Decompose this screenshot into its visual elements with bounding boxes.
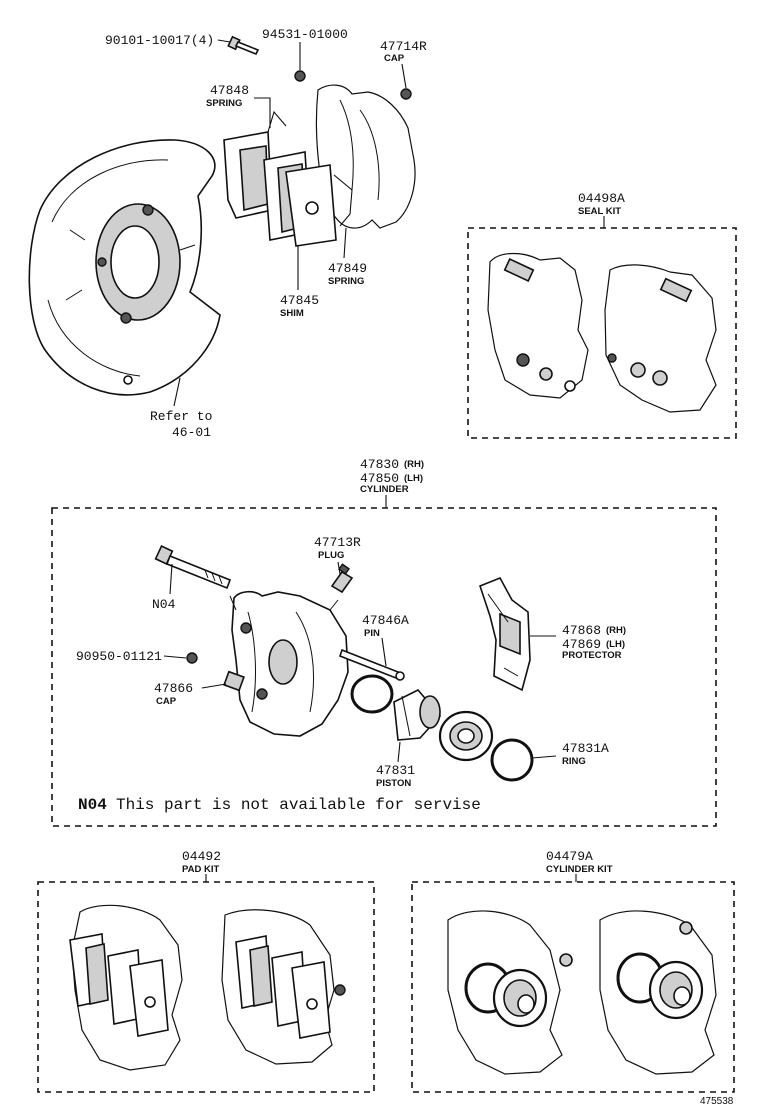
svg-text:90950-01121: 90950-01121 [76,649,162,664]
nut-illustration [294,70,306,82]
cap-cylinder-illustration [223,670,245,692]
svg-text:CAP: CAP [156,696,177,707]
washer-illustration [186,652,198,664]
seal-kit-box: 04498A SEAL KIT [467,191,737,439]
svg-text:PAD KIT: PAD KIT [182,864,219,875]
svg-text:This part is not available for: This part is not available for servise [116,796,481,814]
svg-text:04492: 04492 [182,849,221,864]
svg-text:(RH): (RH) [404,459,424,470]
svg-text:47868: 47868 [562,623,601,638]
svg-text:(LH): (LH) [404,473,423,484]
ring-illustration [490,738,534,782]
boot-illustration [438,710,494,762]
callout-cap-top: 47714R CAP [380,39,427,89]
callout-spring-top: 47848 SPRING [206,83,271,128]
protector-illustration [479,576,531,692]
callout-cap-cylinder: 47866 CAP [154,681,227,707]
long-bolt-illustration [154,545,232,590]
svg-text:N04: N04 [78,796,107,814]
callout-protector: 47868 (RH) 47869 (LH) PROTECTOR [530,623,626,661]
svg-text:47850: 47850 [360,471,399,486]
callout-washer: 90950-01121 [76,649,187,664]
svg-text:CYLINDER: CYLINDER [360,484,409,495]
svg-text:47830: 47830 [360,457,399,472]
piston-illustration [393,689,442,741]
svg-text:PROTECTOR: PROTECTOR [562,650,622,661]
svg-text:04498A: 04498A [578,191,625,206]
svg-text:SPRING: SPRING [328,276,364,287]
cylinder-kit-box: 04479A CYLINDER KIT [411,849,735,1093]
callout-ring: 47831A RING [531,741,609,767]
availability-note: N04 This part is not available for servi… [78,796,481,814]
callout-piston: 47831 PISTON [376,741,415,789]
backing-plate-illustration [28,139,221,396]
bolt-illustration [227,35,260,56]
svg-text:47869: 47869 [562,637,601,652]
callout-shim: 47845 SHIM [280,246,319,319]
plug-illustration [330,563,354,594]
svg-text:SHIM: SHIM [280,308,304,319]
svg-text:47849: 47849 [328,261,367,276]
figure-id: 475538 [700,1096,734,1107]
svg-text:SEAL KIT: SEAL KIT [578,206,621,217]
callout-nut: 94531-01000 [262,27,348,70]
svg-text:04479A: 04479A [546,849,593,864]
svg-text:47848: 47848 [210,83,249,98]
svg-text:PLUG: PLUG [318,550,344,561]
svg-text:94531-01000: 94531-01000 [262,27,348,42]
callout-refer: Refer to 46-01 [150,377,212,440]
svg-text:PIN: PIN [364,628,380,639]
callout-bolt: 90101-10017(4) [105,33,231,48]
svg-text:46-01: 46-01 [172,425,211,440]
svg-text:N04: N04 [152,597,176,612]
callout-n04: N04 [152,563,176,612]
svg-text:(RH): (RH) [606,625,626,636]
svg-text:47846A: 47846A [362,613,409,628]
cap-top-illustration [400,88,412,100]
svg-text:47713R: 47713R [314,535,361,550]
svg-text:47831A: 47831A [562,741,609,756]
caliper-body-illustration [229,590,349,737]
cylinder-assembly-box [51,507,717,827]
svg-text:47866: 47866 [154,681,193,696]
brake-pads-top-illustration [223,110,353,247]
svg-text:PISTON: PISTON [376,778,411,789]
svg-text:CAP: CAP [384,53,405,64]
callout-spring-mid: 47849 SPRING [328,227,367,287]
callout-plug: 47713R PLUG [314,535,361,575]
svg-text:CYLINDER KIT: CYLINDER KIT [546,864,613,875]
svg-text:SPRING: SPRING [206,98,242,109]
svg-text:47714R: 47714R [380,39,427,54]
pad-kit-box: 04492 PAD KIT [37,849,375,1093]
svg-text:47831: 47831 [376,763,415,778]
svg-text:47845: 47845 [280,293,319,308]
svg-text:RING: RING [562,756,586,767]
callout-cylinder: 47830 (RH) 47850 (LH) CYLINDER [360,457,424,508]
callout-pin: 47846A PIN [362,613,409,667]
pin-illustration [339,648,405,681]
svg-text:Refer to: Refer to [150,409,212,424]
svg-text:90101-10017(4): 90101-10017(4) [105,33,214,48]
seal-ring-illustration [350,674,394,714]
svg-text:(LH): (LH) [606,639,625,650]
